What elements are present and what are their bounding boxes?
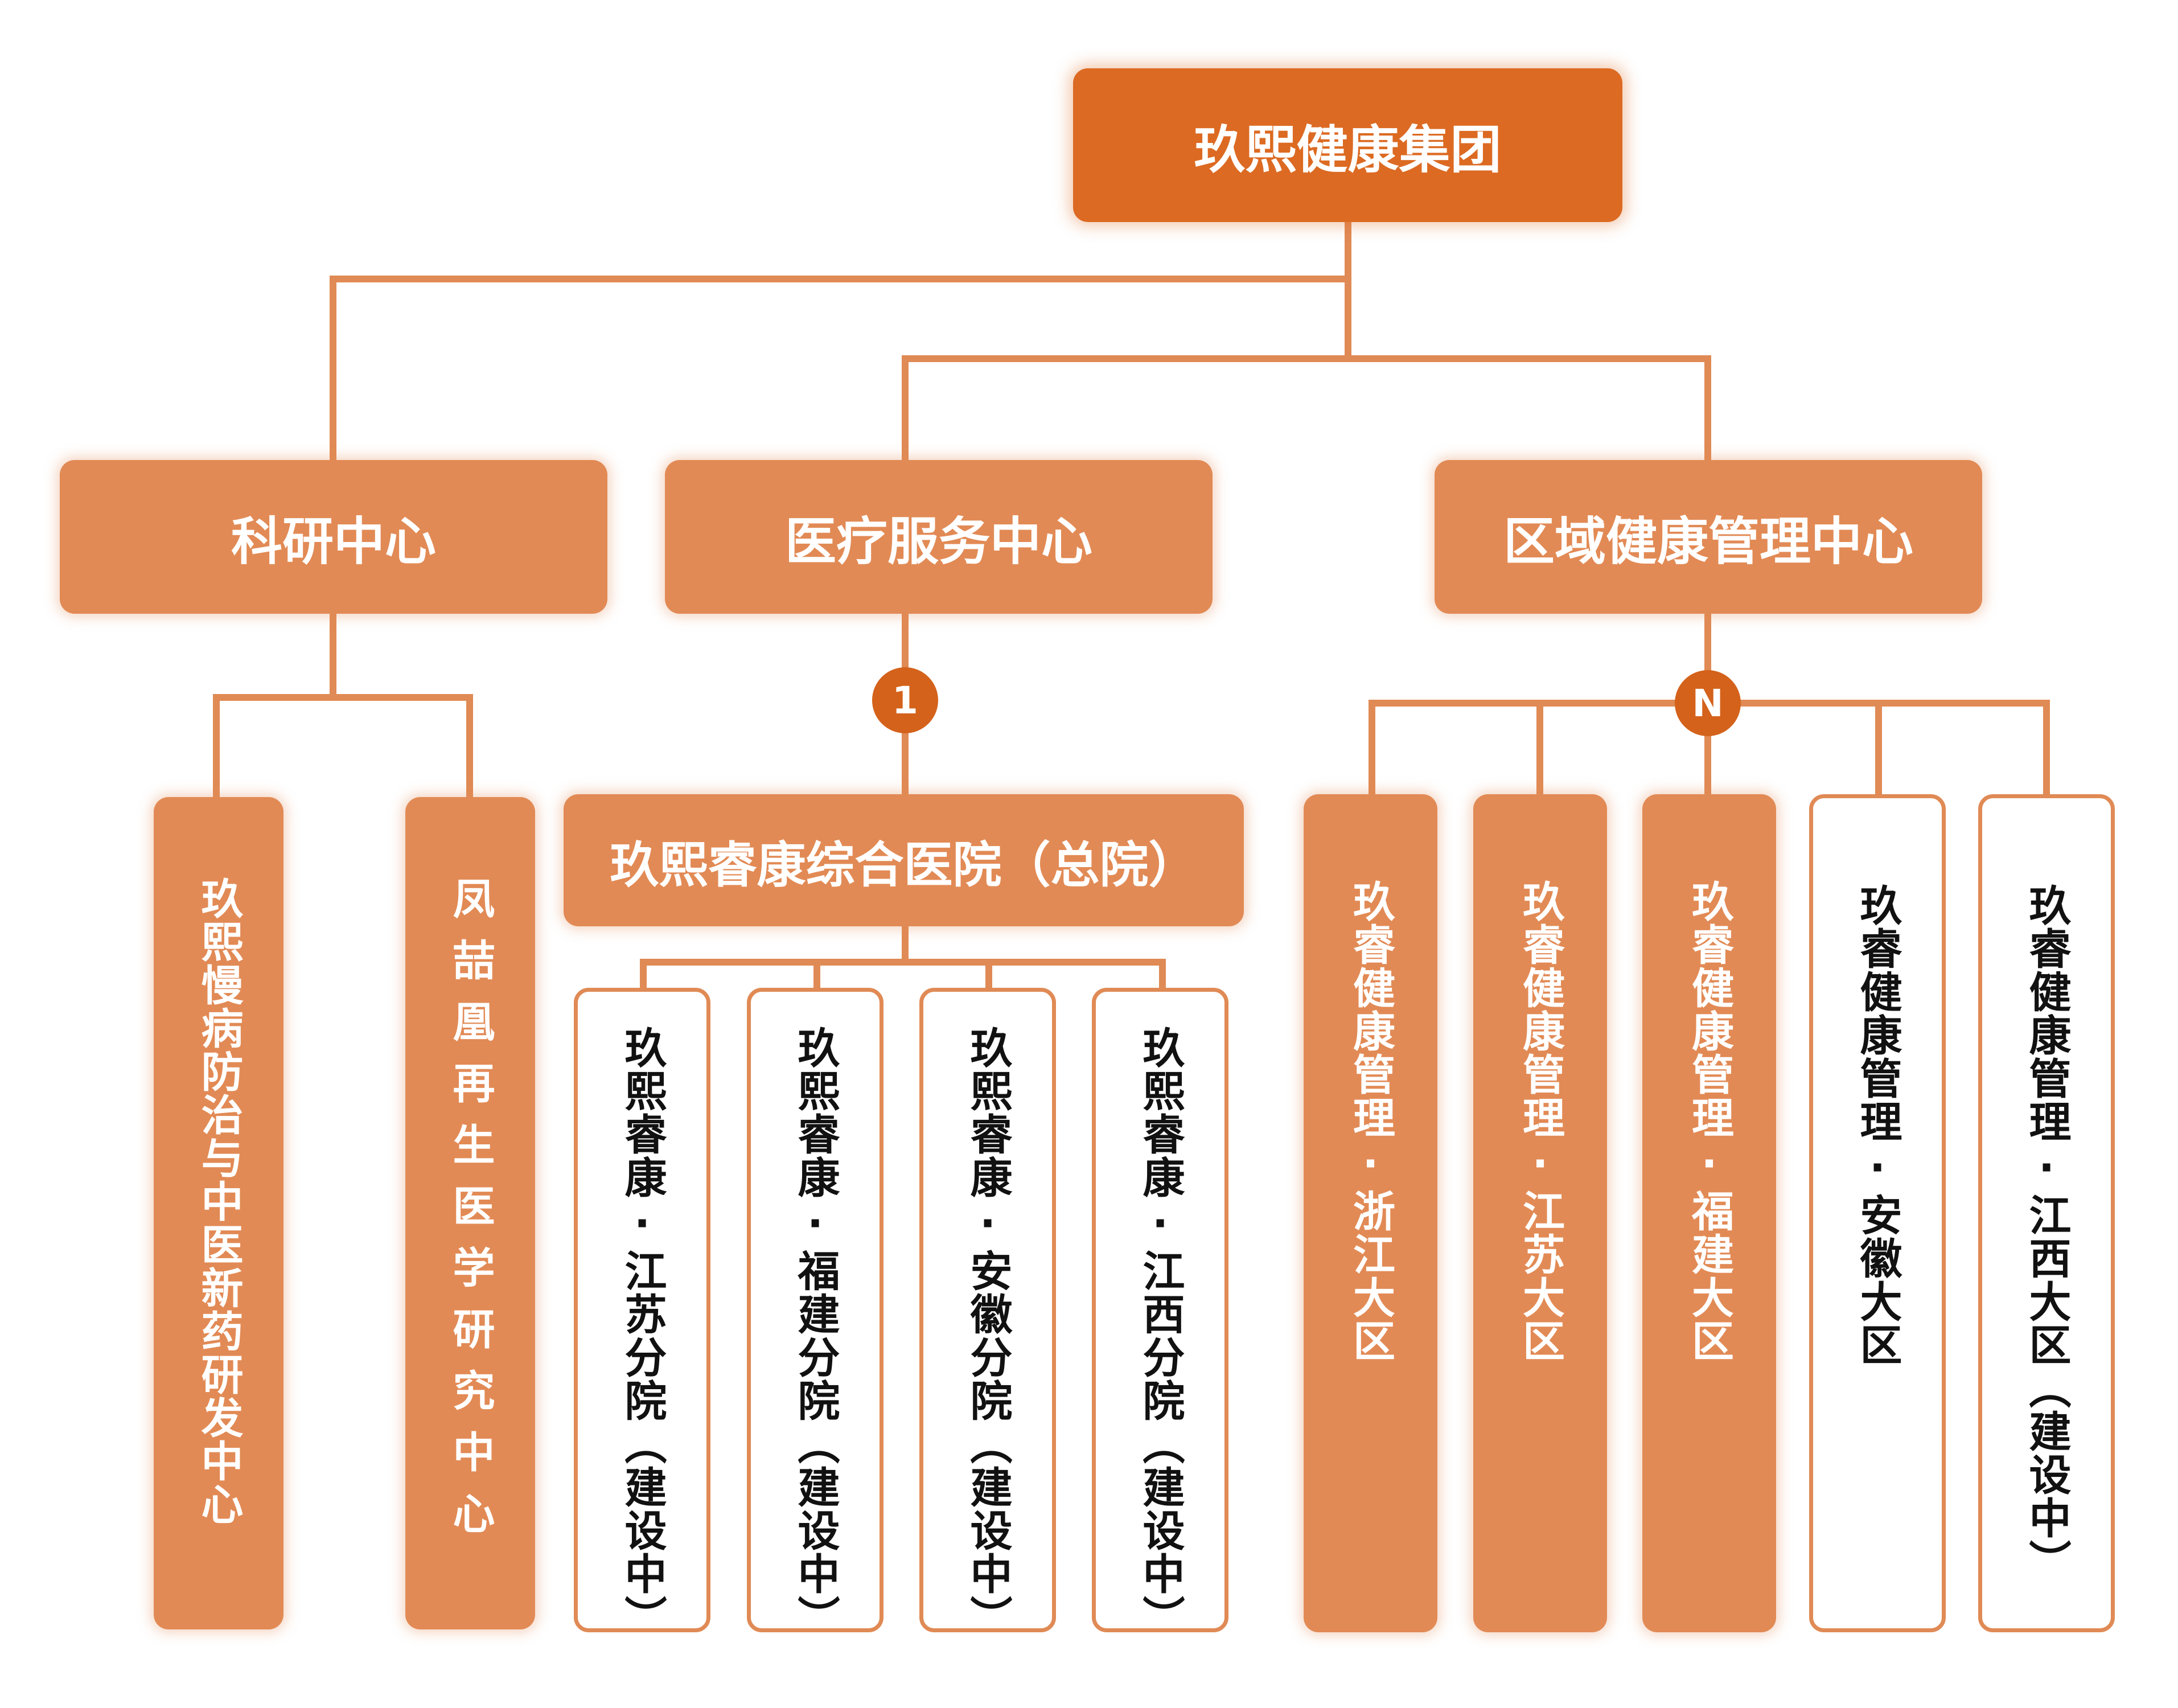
regional-area-node: 玖睿健康管理·浙江大区 bbox=[1304, 794, 1437, 1632]
regional-area-label: 玖睿健康管理·浙江大区 bbox=[1346, 880, 1395, 1362]
regional-area-label: 玖睿健康管理·江苏大区 bbox=[1515, 880, 1565, 1362]
root-node: 玖熙健康集团 bbox=[1073, 68, 1622, 222]
hospital-branch-node: 玖熙睿康·福建分院（建设中） bbox=[747, 988, 883, 1639]
research-unit-label: 凤喆凰再生医学研究中心 bbox=[446, 877, 495, 1553]
hospital-branch-node: 玖熙睿康·江西分院（建设中） bbox=[1092, 988, 1228, 1639]
medical-count-label: 1 bbox=[892, 678, 918, 722]
research-unit-label: 玖熙慢病防治与中医新药研发中心 bbox=[194, 877, 243, 1526]
research-unit-node: 凤喆凰再生医学研究中心 bbox=[405, 797, 535, 1629]
medical-count-badge: 1 bbox=[872, 667, 938, 733]
research-center-node: 科研中心 bbox=[60, 460, 607, 614]
regional-count-badge: N bbox=[1675, 670, 1741, 736]
regional-health-center-node: 区域健康管理中心 bbox=[1435, 460, 1982, 614]
medical-service-center-label: 医疗服务中心 bbox=[785, 512, 1092, 572]
medical-service-center-node: 医疗服务中心 bbox=[665, 460, 1213, 614]
regional-area-label: 玖睿健康管理·福建大区 bbox=[1684, 880, 1734, 1362]
hospital-branch-label: 玖熙睿康·江苏分院（建设中） bbox=[618, 1026, 667, 1639]
hospital-branch-label: 玖熙睿康·江西分院（建设中） bbox=[1136, 1026, 1185, 1639]
hospital-branch-label: 玖熙睿康·安徽分院（建设中） bbox=[963, 1026, 1012, 1639]
research-unit-node: 玖熙慢病防治与中医新药研发中心 bbox=[154, 797, 283, 1629]
regional-count-label: N bbox=[1692, 681, 1724, 725]
regional-area-label: 玖睿健康管理·江西大区（建设中） bbox=[2022, 884, 2071, 1583]
hospital-branch-label: 玖熙睿康·福建分院（建设中） bbox=[791, 1026, 840, 1639]
root-label: 玖熙健康集团 bbox=[1194, 120, 1502, 180]
regional-area-label: 玖睿健康管理·安徽大区 bbox=[1853, 884, 1902, 1366]
research-center-label: 科研中心 bbox=[231, 512, 436, 572]
regional-area-node: 玖睿健康管理·福建大区 bbox=[1642, 794, 1776, 1632]
general-hospital-node: 玖熙睿康综合医院（总院） bbox=[564, 794, 1244, 926]
regional-area-node: 玖睿健康管理·江西大区（建设中） bbox=[1978, 794, 2115, 1632]
regional-area-node: 玖睿健康管理·江苏大区 bbox=[1473, 794, 1607, 1632]
hospital-branch-node: 玖熙睿康·安徽分院（建设中） bbox=[919, 988, 1056, 1639]
regional-health-center-label: 区域健康管理中心 bbox=[1503, 512, 1913, 572]
general-hospital-label: 玖熙睿康综合医院（总院） bbox=[610, 836, 1198, 894]
regional-area-node: 玖睿健康管理·安徽大区 bbox=[1809, 794, 1946, 1632]
hospital-branch-node: 玖熙睿康·江苏分院（建设中） bbox=[574, 988, 710, 1639]
